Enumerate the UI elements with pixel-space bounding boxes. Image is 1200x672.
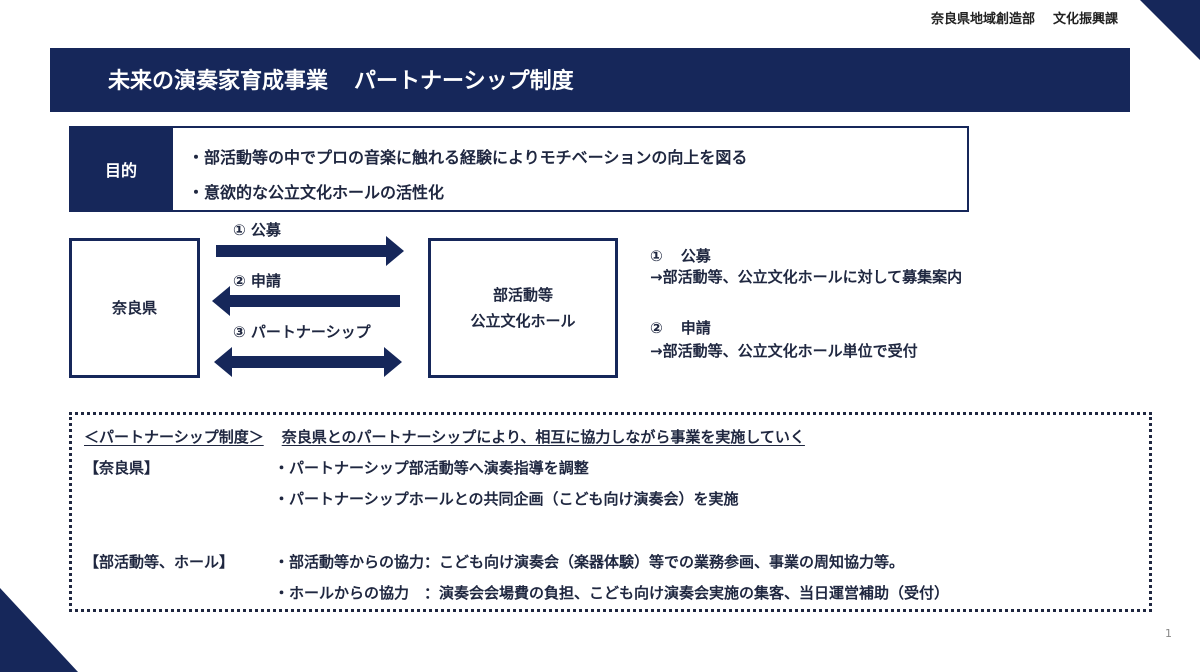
title-sub: パートナーシップ制度 bbox=[354, 68, 574, 94]
nara-prefecture-box: 奈良県 bbox=[69, 238, 200, 378]
note-recruit-num: ① bbox=[650, 247, 663, 265]
arrow-label-partnership: ③ パートナーシップ bbox=[233, 323, 371, 341]
note-apply-num: ② bbox=[650, 319, 663, 337]
nara-prefecture-label: 奈良県 bbox=[111, 298, 157, 317]
group-nara-item-1: ・パートナーシップ部活動等へ演奏指導を調整 bbox=[274, 459, 589, 477]
corner-decoration-top-right bbox=[1140, 0, 1200, 60]
purpose-box bbox=[69, 126, 969, 212]
partnership-title: ＜パートナーシップ制度＞ bbox=[84, 428, 264, 446]
arrow-label-recruit: ① 公募 bbox=[233, 221, 281, 239]
org-division: 文化振興課 bbox=[1052, 12, 1118, 27]
note-recruit-title: ① 公募 bbox=[650, 245, 711, 266]
club-hall-box: 部活動等 公立文化ホール bbox=[428, 238, 618, 378]
purpose-label: 目的 bbox=[69, 126, 173, 212]
purpose-item-2: ・意欲的な公立文化ホールの活性化 bbox=[188, 183, 445, 202]
page-number: 1 bbox=[1165, 627, 1172, 640]
group-club-item-1: ・部活動等からの協力：こども向け演奏会（楽器体験）等での業務参画、事業の周知協力… bbox=[274, 553, 905, 571]
organization-name: 奈良県地域創造部 文化振興課 bbox=[931, 8, 1118, 27]
page-title: 未来の演奏家育成事業パートナーシップ制度 bbox=[108, 63, 574, 95]
arrow-right-icon bbox=[216, 236, 404, 266]
org-department: 奈良県地域創造部 bbox=[930, 12, 1035, 27]
club-label: 部活動等 bbox=[492, 285, 553, 304]
note-apply-heading: 申請 bbox=[680, 319, 711, 337]
group-nara-item-2: ・パートナーシップホールとの共同企画（こども向け演奏会）を実施 bbox=[274, 490, 739, 508]
note-recruit-desc: →部活動等、公立文化ホールに対して募集案内 bbox=[650, 268, 963, 286]
group-label-club-hall: 【部活動等、ホール】 bbox=[84, 553, 235, 571]
group-club-item-2: ・ホールからの協力 ：演奏会会場費の負担、こども向け演奏会実施の集客、当日運営補… bbox=[274, 584, 950, 602]
partnership-summary: 奈良県とのパートナーシップにより、相互に協力しながら事業を実施していく bbox=[281, 428, 805, 446]
partnership-box bbox=[69, 412, 1152, 612]
note-apply-desc: →部活動等、公立文化ホール単位で受付 bbox=[650, 342, 918, 360]
double-arrow-icon bbox=[214, 347, 402, 377]
note-recruit-heading: 公募 bbox=[680, 247, 711, 265]
partnership-heading: ＜パートナーシップ制度＞ 奈良県とのパートナーシップにより、相互に協力しながら事業… bbox=[84, 426, 805, 447]
purpose-item-1: ・部活動等の中でプロの音楽に触れる経験によりモチベーションの向上を図る bbox=[188, 148, 748, 167]
title-main: 未来の演奏家育成事業 bbox=[108, 68, 329, 94]
arrow-left-icon bbox=[212, 286, 400, 316]
hall-label: 公立文化ホール bbox=[470, 312, 576, 330]
note-apply-title: ② 申請 bbox=[650, 317, 711, 338]
title-bar bbox=[50, 48, 1130, 112]
group-label-nara: 【奈良県】 bbox=[84, 459, 160, 477]
arrow-label-apply: ② 申請 bbox=[233, 272, 281, 290]
corner-decoration-bottom-left bbox=[0, 588, 78, 672]
